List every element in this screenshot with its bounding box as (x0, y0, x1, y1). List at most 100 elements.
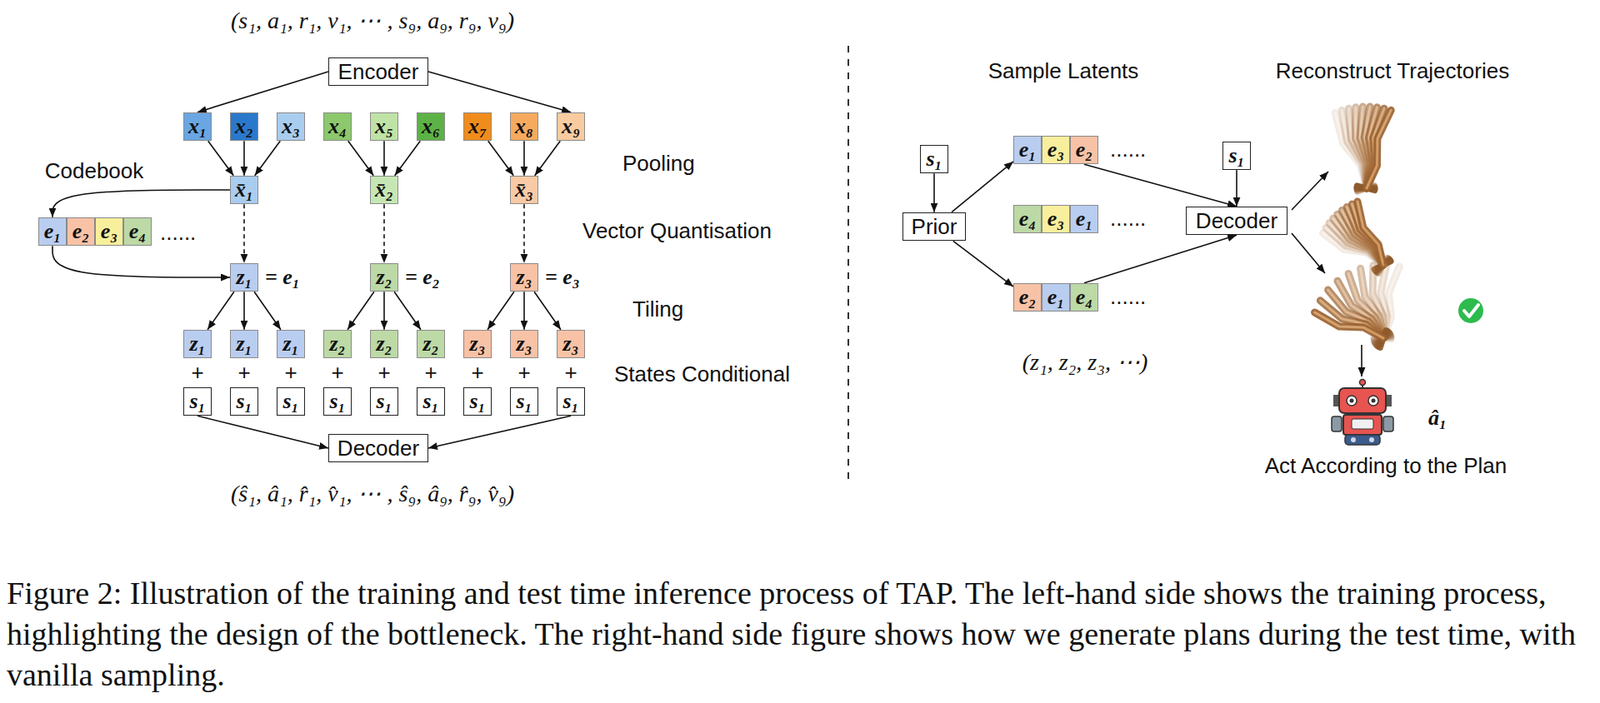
node-label: s₁ (189, 390, 205, 415)
sampled-latent-box: e₄ (1070, 283, 1099, 313)
diagram-label: Tiling (630, 297, 685, 323)
connector-arrow (488, 140, 515, 175)
diagram-label: Codebook (43, 159, 146, 185)
node-label: e₁ (1019, 138, 1037, 163)
connector-arrow (52, 190, 230, 218)
sampled-latent-box: e₂ (1070, 135, 1099, 165)
node-label: Decoder (1195, 209, 1278, 234)
connector-arrow (933, 173, 935, 212)
diagram-label: Vector Quantisation (580, 219, 774, 245)
node-label: x₇ (468, 115, 487, 140)
codebook-entry: e₂ (66, 217, 95, 247)
connector-arrow (243, 204, 245, 263)
sampled-latent-box: e₄ (1013, 205, 1042, 235)
connector-arrow (534, 291, 561, 330)
connector-arrow (523, 204, 525, 263)
prior-box: Prior (902, 212, 966, 242)
connector-arrow (487, 291, 515, 330)
diagram-label: Act According to the Plan (1263, 454, 1510, 480)
act-arrow (1360, 345, 1363, 377)
trajectory-illustrations (1310, 105, 1405, 348)
tiled-code-box: z₂ (323, 330, 352, 360)
connector-arrow (52, 245, 230, 278)
codebook-entry: e₁ (38, 217, 67, 247)
latent-code-box: z₃ (510, 263, 539, 293)
node-label: x₆ (421, 115, 440, 140)
node-label: z₂ (329, 332, 345, 357)
token-box: x₁ (183, 112, 212, 142)
codebook-entry: e₄ (123, 217, 152, 247)
pooled-token-box: x̄₂ (370, 175, 399, 205)
latent-code-box: z₁ (230, 263, 259, 293)
node-label: s₁ (925, 147, 942, 172)
trajectory-frame (1356, 106, 1396, 190)
sampled-latent-box: e₂ (1013, 283, 1042, 313)
node-label: s₁ (422, 390, 439, 415)
diagram-label: = e₁ (263, 265, 302, 290)
node-label: s₁ (375, 390, 392, 415)
state-box: s₁ (230, 387, 259, 417)
trajectory-frame (1345, 199, 1391, 270)
diagram-label: Sample Latents (986, 59, 1141, 85)
connector-arrow (255, 140, 281, 175)
diagram-label: + (562, 360, 579, 386)
node-label: x₅ (375, 115, 394, 140)
node-label: e₁ (44, 220, 62, 245)
node-label: s₁ (282, 390, 299, 415)
node-label: x₄ (328, 115, 347, 140)
token-box: x₆ (416, 112, 445, 142)
node-label: e₄ (129, 220, 147, 245)
token-box: x₃ (276, 112, 305, 142)
node-label: z₂ (375, 265, 392, 290)
state-box: s₁ (370, 387, 399, 417)
node-label: z₂ (375, 332, 392, 357)
token-box: x₈ (510, 112, 539, 142)
diagram-label: States Conditional (612, 362, 792, 388)
token-box: x₂ (230, 112, 259, 142)
diagram-label: + (189, 360, 205, 386)
connector-arrow (428, 415, 571, 449)
state-box: s₁ (276, 387, 305, 417)
hopper-leg (1352, 201, 1388, 267)
node-label: z₁ (235, 332, 252, 357)
connector-arrow (383, 140, 385, 175)
tiled-code-box: z₁ (230, 330, 259, 360)
diagram-label: Pooling (620, 151, 697, 177)
connector-arrow (394, 291, 421, 330)
node-label: z₁ (282, 332, 299, 357)
diagram-label: = e₃ (543, 265, 582, 290)
connector-arrow (535, 140, 561, 175)
node-label: s₁ (515, 390, 532, 415)
node-label: e₃ (1047, 207, 1065, 232)
node-label: s₁ (562, 390, 579, 415)
tiled-code-box: z₁ (276, 330, 305, 360)
connector-arrow (254, 291, 281, 330)
state-box: s₁ (920, 145, 949, 175)
node-label: z₁ (189, 332, 205, 357)
diagram-label: (s₁, a₁, r₁, v₁, ⋯ , s₉, a₉, r₉, v₉) (229, 7, 516, 35)
diagram-label: ...... (158, 220, 198, 246)
plan-arrow (1291, 171, 1329, 210)
codebook-entry: e₃ (95, 217, 124, 247)
pooled-token-box: x̄₃ (510, 175, 539, 205)
connector-arrow (383, 204, 385, 263)
node-label: e₄ (1019, 207, 1037, 232)
hopper-leg (1312, 311, 1385, 341)
node-label: e₂ (1075, 138, 1094, 163)
connectors (52, 71, 1237, 449)
node-label: x̄₁ (235, 178, 254, 203)
connector-arrow (523, 140, 525, 175)
state-box: s₁ (183, 387, 212, 417)
diagram-label: ...... (1108, 285, 1148, 310)
diagram-label: + (515, 360, 532, 386)
diagram-label: + (282, 360, 299, 386)
connector-arrow (428, 71, 571, 113)
node-label: s₁ (235, 390, 252, 415)
node-label: z₁ (235, 265, 252, 290)
node-label: x̄₃ (515, 178, 534, 203)
plan-arrow (1291, 233, 1325, 274)
diagram-label: + (375, 360, 392, 386)
connector-arrow (197, 71, 329, 113)
node-label: e₂ (1019, 285, 1037, 310)
